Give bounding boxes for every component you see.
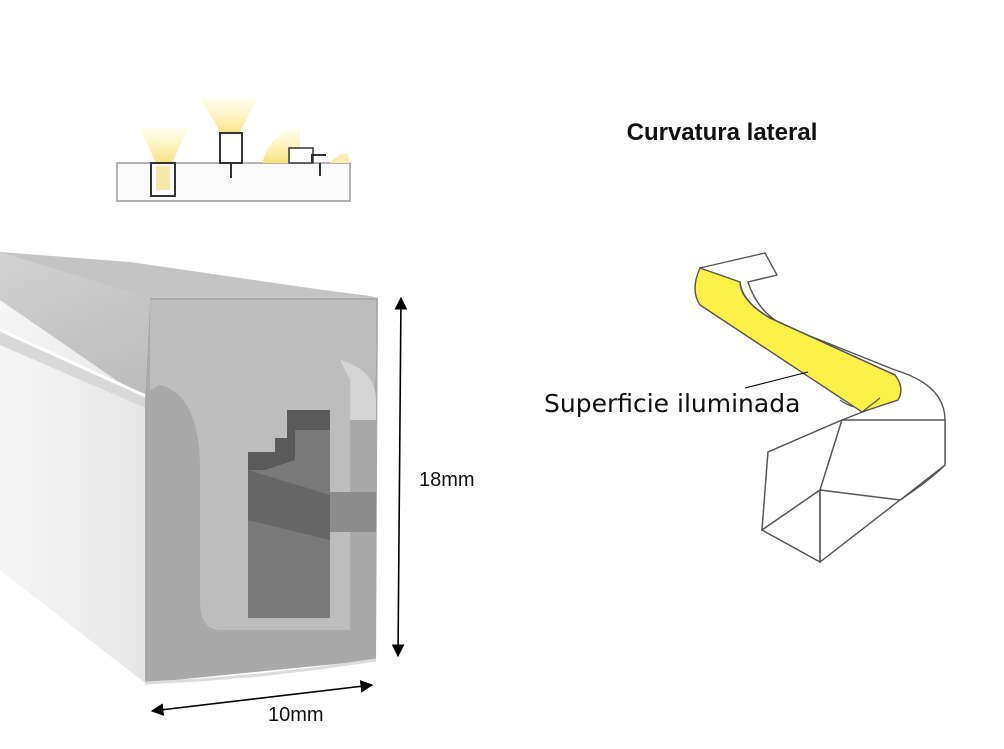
width-label: 10mm — [268, 704, 324, 726]
height-dimension-arrow — [391, 296, 408, 658]
side-bend-icon — [694, 252, 946, 564]
bend-title: Curvatura lateral — [627, 119, 818, 146]
illuminated-surface-label: Superficie iluminada — [544, 389, 800, 418]
led-neon-profile-icon — [0, 252, 378, 685]
width-dimension-arrow — [150, 679, 374, 717]
mounting-illustration-icon — [116, 98, 351, 202]
height-label: 18mm — [419, 469, 475, 491]
illuminated-surface-pointer — [744, 371, 809, 389]
